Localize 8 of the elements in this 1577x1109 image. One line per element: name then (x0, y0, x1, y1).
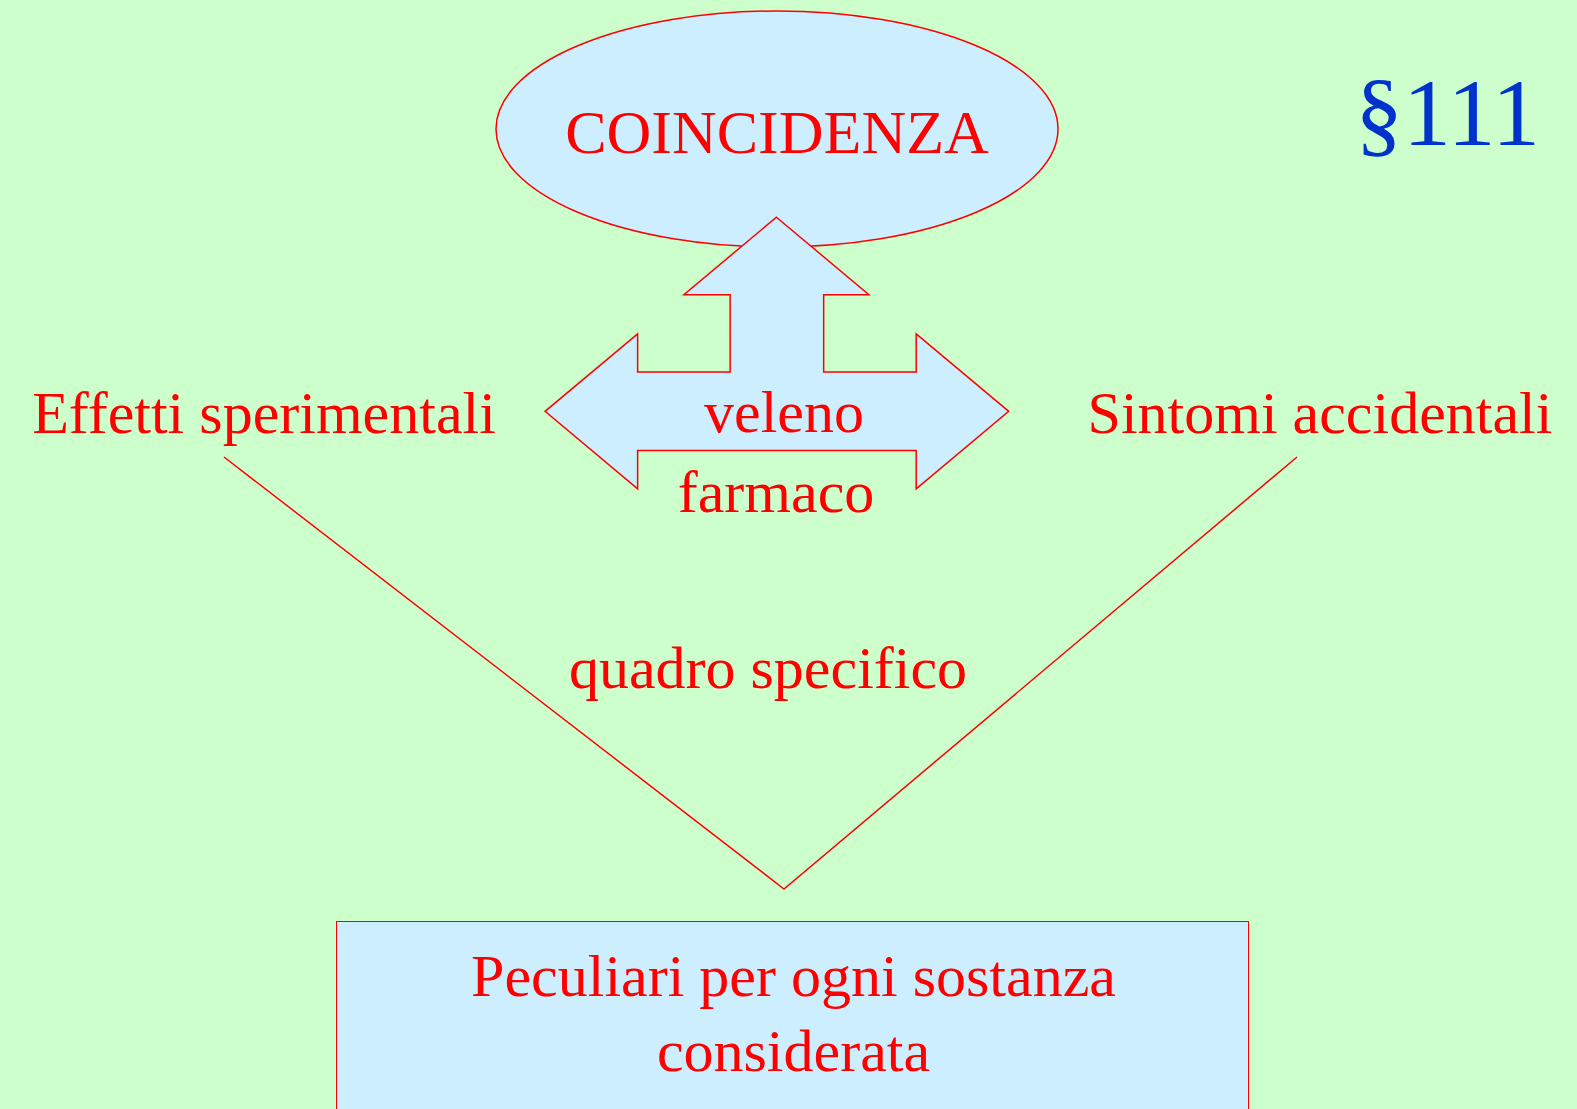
box-text: Peculiari per ogni sostanza considerata (470, 942, 1117, 1086)
arrow-text: farmaco (676, 462, 876, 522)
v-line (223, 456, 1298, 890)
text-box (336, 921, 1249, 1109)
node-label: Sintomi accidentali (1086, 383, 1554, 443)
arrow-text: veleno (703, 382, 865, 442)
node-title: COINCIDENZA (564, 101, 990, 163)
section-number: §111 (1355, 65, 1541, 161)
